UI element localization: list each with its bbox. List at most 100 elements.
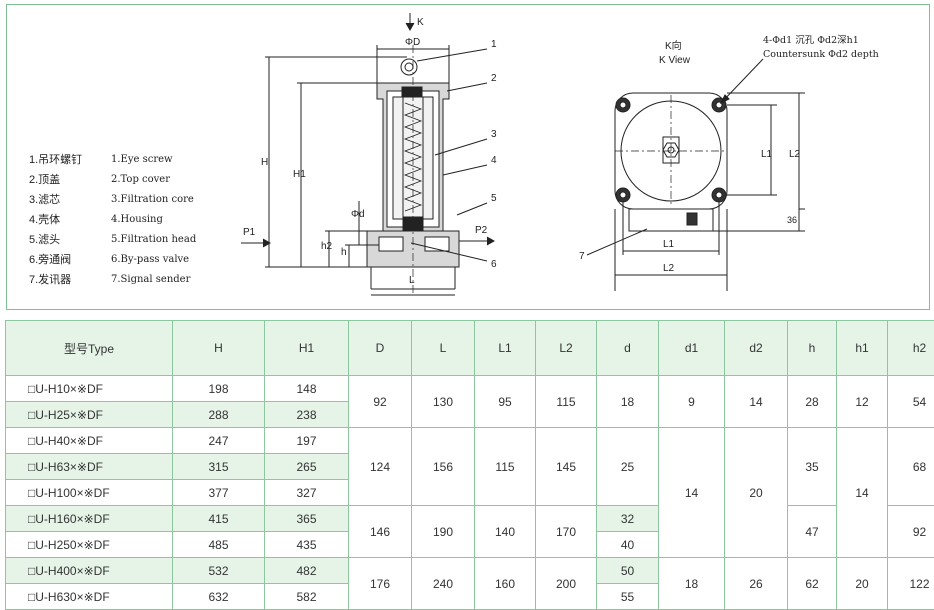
d-cell: 18 [597, 376, 659, 428]
table-row: □U-H400×※DF 532 482 176 240 160 200 50 1… [6, 558, 934, 584]
legend-cn-6: 6.旁通阀 [29, 252, 71, 266]
d1-cell: 9 [659, 376, 725, 428]
h1-cell: 12 [837, 376, 888, 428]
h-cell: 28 [788, 376, 837, 428]
h2-cell: 54 [888, 376, 934, 428]
legend-cn-7: 7.发讯器 [29, 272, 71, 286]
H1-cell: 265 [265, 454, 349, 480]
d2-cell: 20 [725, 428, 788, 558]
H1-cell: 148 [265, 376, 349, 402]
technical-drawing: 1.吊环螺钉 1.Eye screw 2.顶盖 2.Top cover 3.滤芯… [7, 5, 929, 309]
H-cell: 288 [173, 402, 265, 428]
k-view-title-cn: K向 [665, 39, 682, 52]
type-cell: □U-H10×※DF [6, 376, 173, 402]
callout-2: 2 [491, 73, 497, 84]
legend-en-7: 7.Signal sender [111, 274, 191, 285]
L-cell: 240 [412, 558, 475, 610]
H-cell: 485 [173, 532, 265, 558]
dim-d-label: Φd [351, 209, 365, 220]
h-cell: 47 [788, 506, 837, 558]
signal-sender [629, 209, 713, 231]
L1-cell: 95 [475, 376, 536, 428]
callout-4: 4 [491, 155, 497, 166]
k-view [587, 59, 805, 291]
L2-cell: 170 [536, 506, 597, 558]
callout-7: 7 [579, 251, 585, 262]
header-d2: d2 [725, 321, 788, 376]
filter-side-view [241, 13, 494, 295]
dim-L2-vertical: L2 [789, 149, 801, 160]
table-row: □U-H160×※DF 415 365 146 190 140 170 32 4… [6, 506, 934, 532]
L1-cell: 140 [475, 506, 536, 558]
H1-cell: 327 [265, 480, 349, 506]
D-cell: 146 [349, 506, 412, 558]
header-D: D [349, 321, 412, 376]
header-h1: h1 [837, 321, 888, 376]
d2-cell: 26 [725, 558, 788, 610]
port-p2-label: P2 [475, 225, 488, 236]
dim-D-label: ΦD [405, 37, 420, 48]
legend-en-4: 4.Housing [111, 214, 163, 225]
type-cell: □U-H250×※DF [6, 532, 173, 558]
drawing-panel: 1.吊环螺钉 1.Eye screw 2.顶盖 2.Top cover 3.滤芯… [6, 4, 930, 310]
d2-cell: 14 [725, 376, 788, 428]
header-d1: d1 [659, 321, 725, 376]
legend-en-6: 6.By-pass valve [111, 254, 189, 265]
k-arrow-label: K [417, 17, 424, 28]
h2-cell: 92 [888, 506, 934, 558]
d-cell: 25 [597, 428, 659, 506]
header-L: L [412, 321, 475, 376]
dim-L1-vertical: L1 [761, 149, 773, 160]
dim-H1-label: H1 [293, 169, 306, 180]
legend-cn-4: 4.壳体 [29, 212, 60, 226]
L-cell: 130 [412, 376, 475, 428]
h2-cell: 122 [888, 558, 934, 610]
dim-L-label: L [409, 275, 415, 286]
legend-cn-3: 3.滤芯 [29, 192, 60, 206]
legend-cn-5: 5.滤头 [29, 233, 60, 246]
type-cell: □U-H160×※DF [6, 506, 173, 532]
header-type: 型号Type [6, 321, 173, 376]
legend-en-2: 2.Top cover [111, 174, 170, 185]
header-H: H [173, 321, 265, 376]
type-cell: □U-H63×※DF [6, 454, 173, 480]
d-cell: 32 [597, 506, 659, 532]
port-p1-label: P1 [243, 227, 256, 238]
H1-cell: 435 [265, 532, 349, 558]
header-d: d [597, 321, 659, 376]
hole-note-cn: 4-Φd1 沉孔 Φd2深h1 [763, 35, 859, 46]
d1-cell: 18 [659, 558, 725, 610]
header-L1: L1 [475, 321, 536, 376]
header-h2: h2 [888, 321, 934, 376]
H-cell: 632 [173, 584, 265, 610]
H-cell: 315 [173, 454, 265, 480]
h1-cell: 14 [837, 428, 888, 558]
L-cell: 156 [412, 428, 475, 506]
H1-cell: 582 [265, 584, 349, 610]
legend-cn-2: 2.顶盖 [29, 172, 60, 186]
L2-cell: 200 [536, 558, 597, 610]
D-cell: 176 [349, 558, 412, 610]
h-cell: 62 [788, 558, 837, 610]
callout-1: 1 [491, 39, 497, 50]
L-cell: 190 [412, 506, 475, 558]
header-h: h [788, 321, 837, 376]
legend-en-1: 1.Eye screw [111, 154, 173, 165]
type-cell: □U-H25×※DF [6, 402, 173, 428]
hole-note-en: Countersunk Φd2 depth [763, 49, 879, 60]
type-cell: □U-H100×※DF [6, 480, 173, 506]
d-cell: 40 [597, 532, 659, 558]
L1-cell: 160 [475, 558, 536, 610]
H-cell: 198 [173, 376, 265, 402]
d1-cell: 14 [659, 428, 725, 558]
L2-cell: 145 [536, 428, 597, 506]
spec-table: 型号Type H H1 D L L1 L2 d d1 d2 h h1 h2 □U… [5, 320, 934, 610]
dim-L2-horizontal: L2 [663, 263, 675, 274]
H-cell: 532 [173, 558, 265, 584]
d-cell: 55 [597, 584, 659, 610]
H1-cell: 238 [265, 402, 349, 428]
h1-cell: 20 [837, 558, 888, 610]
legend-en-3: 3.Filtration core [111, 194, 194, 205]
D-cell: 124 [349, 428, 412, 506]
